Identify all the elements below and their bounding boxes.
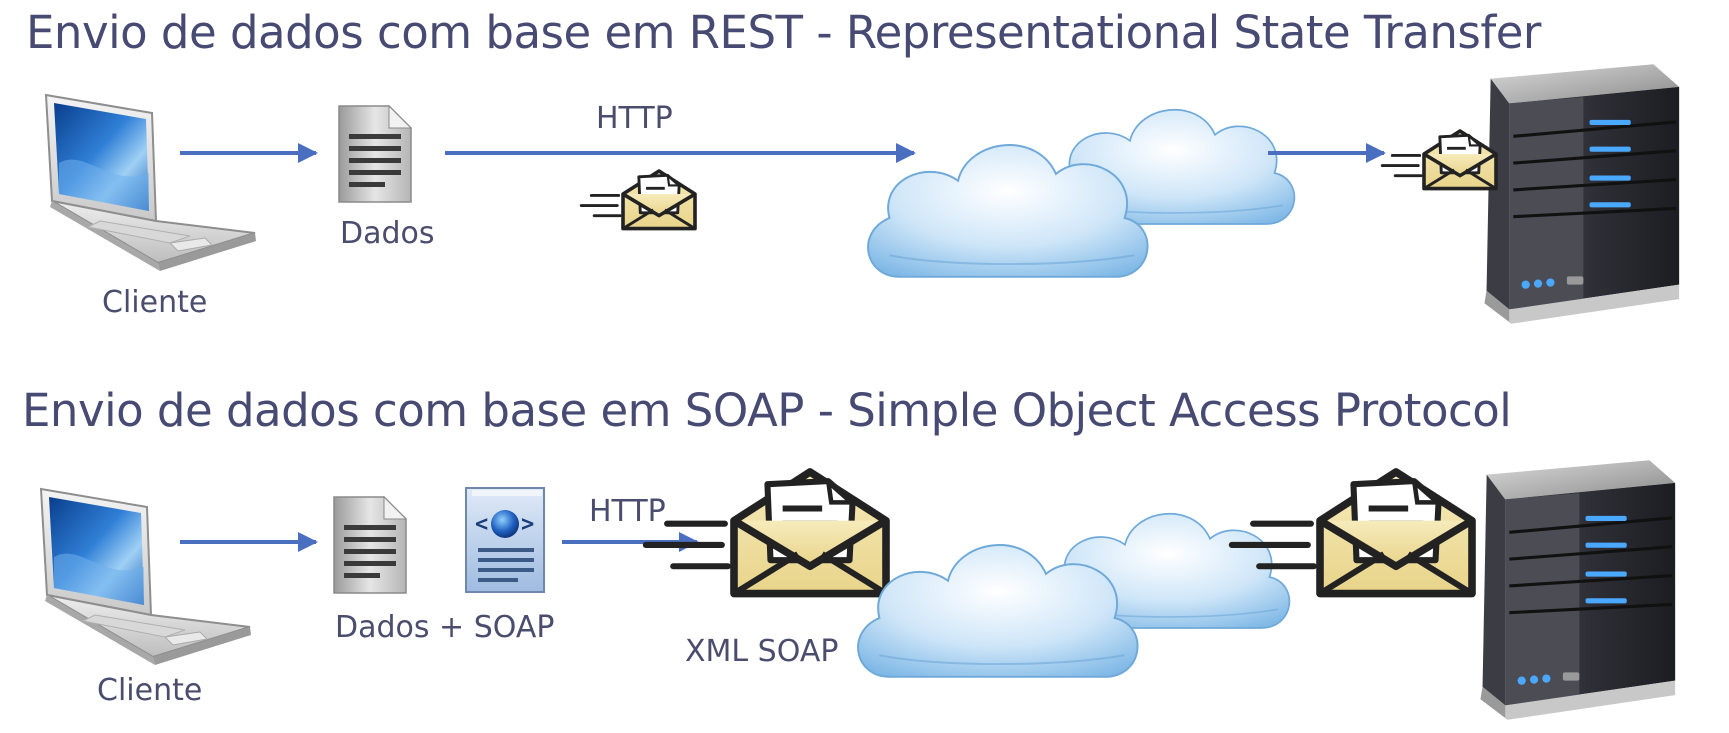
rest-server-icon [1482, 62, 1681, 326]
rest-section-title: Envio de dados com base em REST - Repres… [26, 6, 1541, 59]
soap-xml-message-label: XML SOAP [685, 634, 839, 669]
soap-xml-envelope-icon [646, 472, 886, 594]
soap-data-label: Dados + SOAP [335, 610, 555, 645]
soap-server-icon [1478, 458, 1677, 722]
soap-section-title: Envio de dados com base em SOAP - Simple… [22, 384, 1512, 437]
rest-http-label: HTTP [596, 101, 673, 136]
rest-data-label: Dados [340, 216, 435, 251]
soap-xml-document-icon: < > [465, 487, 545, 593]
rest-client-laptop-icon [45, 94, 257, 272]
rest-client-label: Cliente [102, 285, 208, 320]
soap-client-laptop-icon [40, 488, 252, 666]
soap-data-document-icon [333, 496, 407, 594]
soap-client-label: Cliente [97, 673, 203, 708]
rest-envelope-icon [579, 169, 697, 231]
svg-text:<: < [475, 512, 488, 537]
rest-server-envelope-icon [1380, 129, 1498, 191]
rest-data-document-icon [338, 105, 412, 203]
soap-http-label: HTTP [589, 494, 666, 529]
svg-text:>: > [521, 512, 534, 537]
